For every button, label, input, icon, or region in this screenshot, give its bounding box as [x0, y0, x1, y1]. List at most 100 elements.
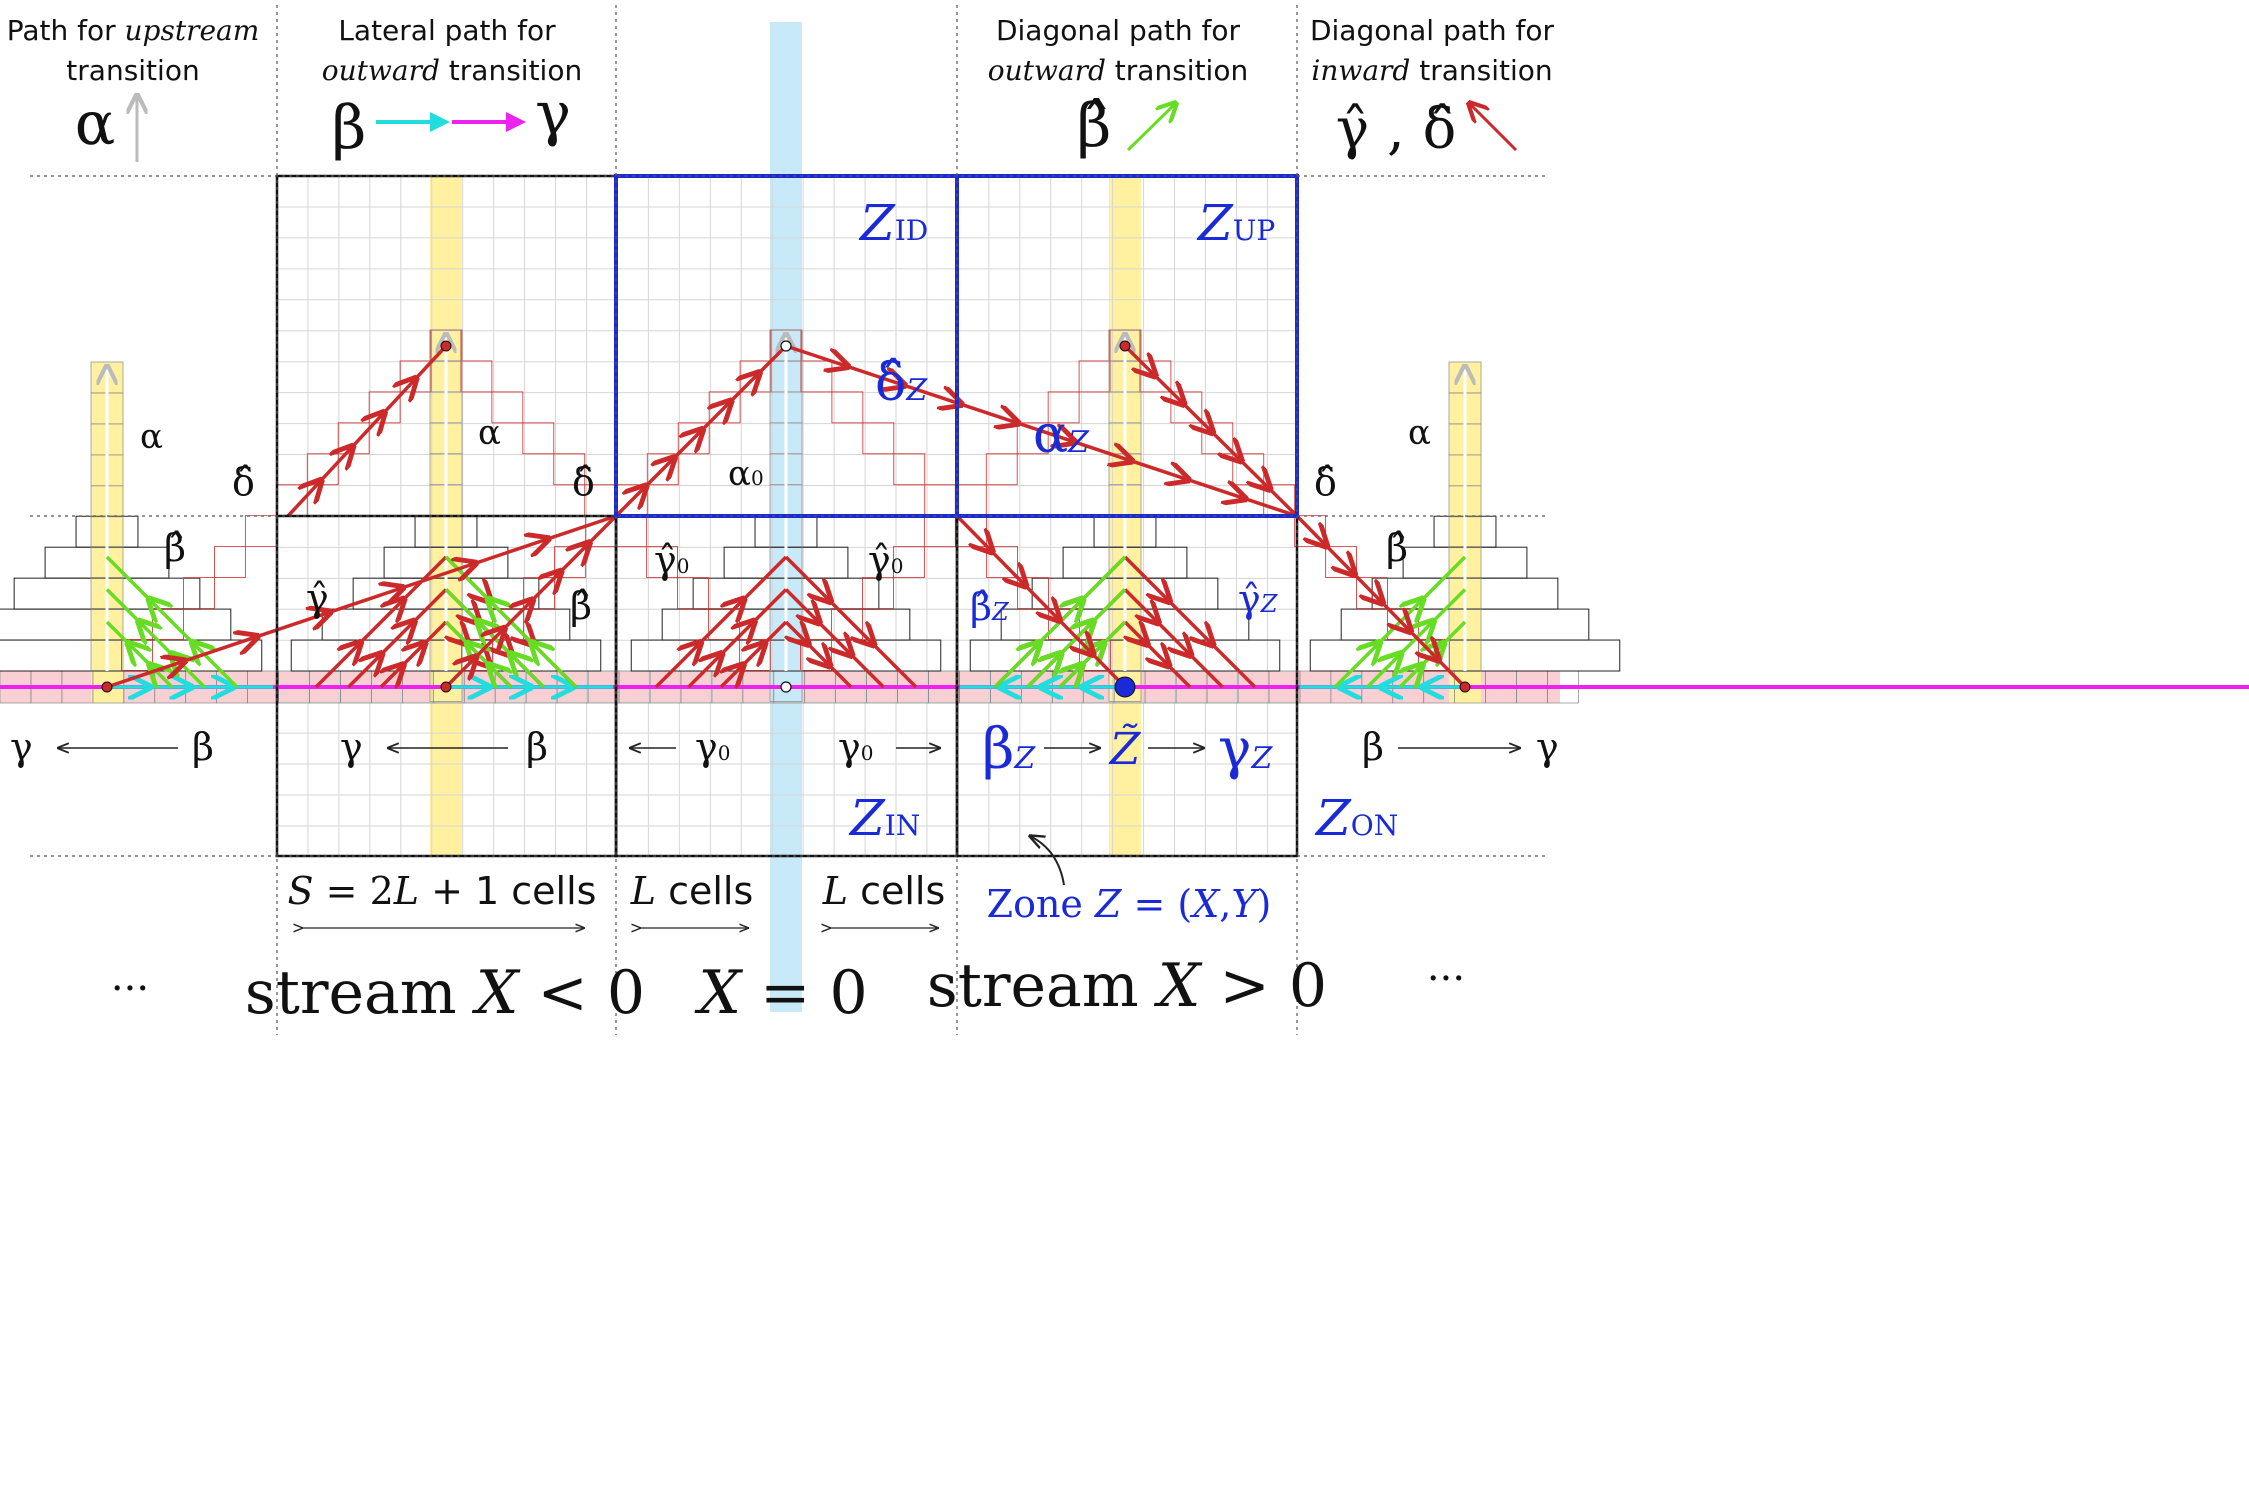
caption-stream-pos: stream X > 0: [927, 951, 1327, 1021]
deltahat-big-1: [286, 344, 448, 518]
label-betahat-2: β̂: [570, 584, 592, 628]
label-betahat-1: β̂: [164, 526, 186, 570]
dir-gamma0-left: γ0: [695, 725, 730, 769]
big-staircase-2: [677, 422, 710, 455]
big-staircase-3: [1047, 391, 1080, 424]
big-staircase-1: [337, 422, 370, 455]
big-staircase-3: [985, 453, 1018, 486]
gammahat-down-3-arrow: [1212, 644, 1213, 645]
header-lateral-line2: outward transition: [322, 54, 582, 87]
row-separators: [30, 175, 1545, 857]
deltahat-big-1b-arrow: [503, 628, 505, 630]
dir-beta-1: β: [192, 725, 214, 769]
betahat-0-arrow: [128, 643, 129, 644]
svg-text:Path for upstream: Path for upstream: [7, 14, 260, 47]
big-staircase-1: [213, 546, 246, 579]
gammahat-up-1-arrow: [414, 621, 415, 622]
betahat-1-arrow: [478, 621, 479, 622]
dir-gamma-1: γ: [10, 725, 33, 769]
gammahat-down-2-arrow: [808, 644, 809, 645]
deltahat-big-3-arrow: [1154, 374, 1156, 376]
big-staircase-1: [368, 391, 401, 424]
deltahat-big-4-arrow: [1437, 659, 1439, 661]
dir-ztilde: Z̃: [1108, 722, 1142, 775]
header-lateral: Lateral path for outward transition β γ: [322, 14, 582, 163]
gammahat-down-3-arrow: [1168, 600, 1169, 601]
label-betahat-5: β̂: [1386, 526, 1408, 570]
deltahat-big-2b-arrow: [1183, 478, 1188, 480]
dir-beta-2: β: [526, 725, 548, 769]
label-deltahat-2: δ̂: [572, 460, 595, 504]
betahat-4-arrow: [1400, 654, 1401, 655]
deltahat-big-0-arrow: [543, 539, 548, 541]
big-staircase-1: [522, 422, 555, 455]
big-staircase-1: [615, 515, 648, 548]
big-staircase-1: [491, 391, 524, 424]
deltahat-big-2b-arrow: [900, 384, 905, 386]
big-staircase-3: [1078, 360, 1111, 393]
betahat-4-arrow: [1422, 599, 1423, 600]
red-node-1: [440, 681, 452, 693]
betahat-3-arrow: [1038, 642, 1039, 643]
big-staircase-1: [646, 546, 679, 579]
big-staircase-1: [244, 515, 277, 548]
big-staircase-2: [924, 484, 957, 517]
gammahat-up-2-arrow: [699, 642, 700, 643]
caption-x0: X = 0: [694, 958, 867, 1028]
betahat-1-arrow: [467, 643, 468, 644]
deltahat-big-2b-arrow: [1013, 422, 1018, 424]
dir-beta-5: β: [1362, 725, 1384, 769]
caption-l-cells-left: L cells: [630, 869, 754, 913]
label-gammahat0-left: γ̂0: [654, 538, 689, 582]
label-gammahatZ: γ̂Z: [1238, 577, 1279, 621]
betahat-3-arrow: [1093, 621, 1094, 622]
deltahat-big-3b-arrow: [1024, 584, 1026, 586]
header-betahat-symbol: β̂: [1077, 91, 1112, 161]
big-staircase-1: [152, 608, 184, 640]
gammahat-down-2-arrow: [818, 622, 819, 623]
dir-gamma-5: γ: [1536, 725, 1559, 769]
deltahat-big-2b-arrow: [1070, 440, 1075, 442]
deltahat-big-3b-arrow: [991, 550, 993, 552]
label-alphaZ: αZ: [1033, 405, 1090, 465]
betahat-0-arrow: [192, 642, 193, 643]
zone-up-label: ZUP: [1196, 194, 1275, 252]
gammahat-up-1-arrow: [381, 654, 382, 655]
label-gammahat-2: γ̂: [306, 576, 329, 620]
direction-labels: γ β γ β γ0 γ0 β γ: [10, 725, 1559, 769]
header-upstream-line2: transition: [66, 54, 199, 87]
header-upstream-line1: Path for: [7, 14, 125, 47]
gammahat-down-2-arrow: [873, 644, 874, 645]
zone-id-label: ZID: [858, 194, 928, 252]
gammahat-up-2-arrow: [743, 599, 744, 600]
gammahat-down-2-arrow: [829, 665, 830, 666]
betahat-1-arrow: [510, 654, 511, 655]
green-diagonal-arrow-icon: [1126, 103, 1176, 152]
label-alpha-2: α: [478, 413, 501, 453]
red-node-3: [1119, 340, 1131, 352]
big-staircase-1: [460, 360, 493, 393]
node-markers: [101, 340, 1471, 698]
caption-l-cells-right: L cells: [822, 869, 946, 913]
white-node-0: [780, 340, 792, 352]
betahat-1-arrow: [489, 665, 490, 666]
label-alpha0: α0: [728, 454, 764, 494]
dir-betaZ: βZ: [982, 717, 1036, 782]
label-alpha-1: α: [140, 417, 163, 457]
zone-direction-labels: βZ Z̃ γZ: [982, 717, 1273, 782]
gammahat-down-2-arrow: [829, 600, 830, 601]
big-staircase-3: [831, 608, 863, 640]
gammahat-up-1-arrow: [424, 643, 425, 644]
big-staircase-1: [121, 639, 153, 671]
label-betahatZ: β̂Z: [970, 585, 1010, 629]
zone-pointer-arrow: [1030, 836, 1065, 886]
deltahat-big-2a-arrow: [644, 486, 646, 488]
betahat-0-arrow: [150, 665, 151, 666]
header-outward-line1: Diagonal path for: [996, 14, 1241, 47]
red-node-4: [1459, 681, 1471, 693]
deltahat-big-2b-arrow: [843, 365, 848, 367]
path-labels: α α α δ̂ δ̂ δ̂ β̂ β̂ β̂ γ̂ α0 γ̂0 γ̂0: [140, 413, 1431, 628]
header-gamma-symbol: γ: [535, 79, 571, 149]
big-staircase-3: [1016, 422, 1049, 455]
betahat-1-arrow: [531, 642, 532, 643]
